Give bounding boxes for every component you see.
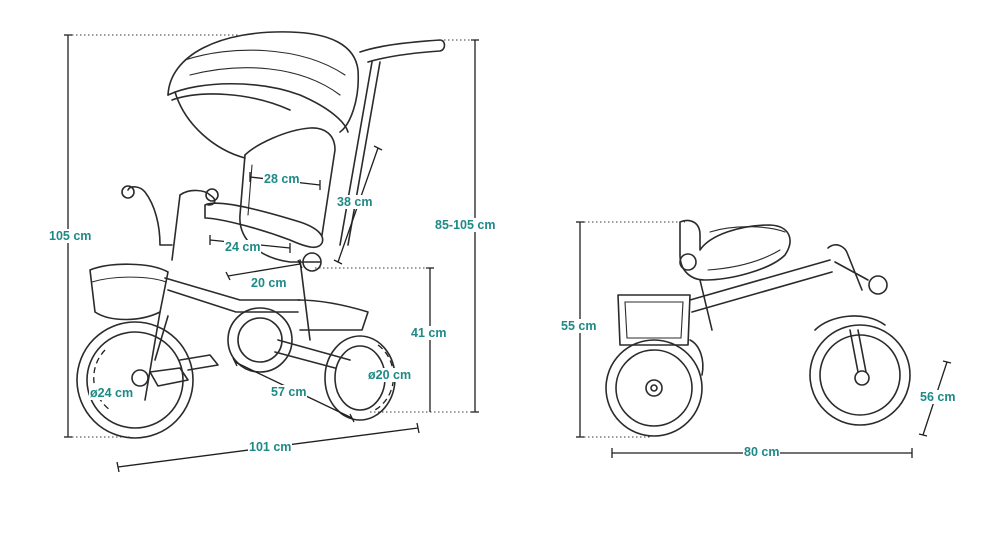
seat-width-label: 28 cm	[263, 172, 301, 186]
tricycle-folded-drawing	[605, 219, 911, 437]
wheelbase-label: 57 cm	[270, 385, 308, 399]
tricycle-unfolded-drawing	[76, 31, 446, 439]
folded-height-label: 55 cm	[560, 319, 598, 333]
overall-height-label: 105 cm	[48, 229, 93, 243]
seat-lower-width-label: 20 cm	[250, 276, 288, 290]
seat-depth-label: 24 cm	[224, 240, 262, 254]
rear-wheel-diameter-label: ø20 cm	[367, 368, 413, 382]
folded-length-label: 80 cm	[743, 445, 781, 459]
folded-width-label: 56 cm	[919, 390, 957, 404]
handle-height-label: 85-105 cm	[434, 218, 497, 232]
front-wheel-diameter-label: ø24 cm	[89, 386, 135, 400]
overall-length-label: 101 cm	[248, 440, 293, 454]
seat-to-ground-label: 41 cm	[410, 326, 448, 340]
left-dimension-lines	[64, 34, 479, 473]
backrest-height-label: 38 cm	[336, 195, 374, 209]
